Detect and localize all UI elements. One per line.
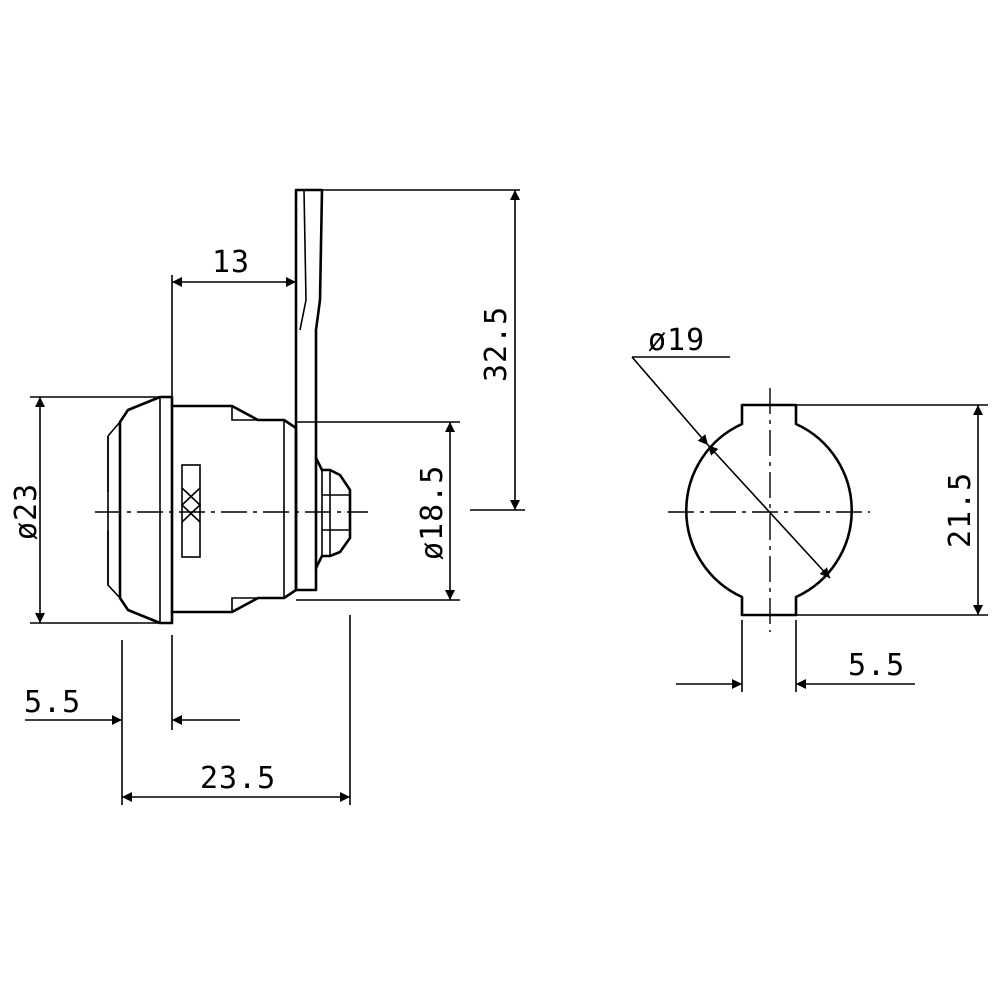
dimension-flange-diameter: ø23 xyxy=(9,397,45,623)
dimension-flange-thickness: 5.5 xyxy=(24,685,240,725)
dimension-overall-length: 23.5 xyxy=(122,761,350,802)
dimension-cutout-diameter: ø19 xyxy=(631,323,831,579)
dim-text-32-5: 32.5 xyxy=(479,306,514,382)
dim-text-o19: ø19 xyxy=(648,323,705,358)
dim-text-o18-5: ø18.5 xyxy=(415,465,450,560)
panel-cutout-profile xyxy=(685,403,853,617)
side-view-extension-lines xyxy=(30,275,525,805)
lock-nut xyxy=(314,456,352,570)
key-slot xyxy=(180,464,202,558)
lock-flange xyxy=(107,395,174,625)
lock-body xyxy=(170,404,298,614)
side-view: 13 32.5 ø23 ø18.5 5.5 23.5 xyxy=(9,188,525,805)
dimension-key-width: 5.5 xyxy=(676,648,915,689)
dim-text-13: 13 xyxy=(212,245,250,280)
front-view: ø19 21.5 5.5 xyxy=(631,323,988,692)
dim-text-23-5: 23.5 xyxy=(200,761,276,796)
dimension-lever-height: 32.5 xyxy=(479,190,520,510)
dimension-cutout-height: 21.5 xyxy=(943,405,983,615)
dim-text-21-5: 21.5 xyxy=(943,472,978,548)
cam-lever xyxy=(294,188,520,592)
dim-text-o23: ø23 xyxy=(9,483,44,540)
dimension-body-diameter: ø18.5 xyxy=(415,422,455,600)
dim-text-5-5-key: 5.5 xyxy=(848,648,905,683)
dim-text-5-5-flange: 5.5 xyxy=(24,685,81,720)
dimension-lever-offset: 13 xyxy=(172,245,296,287)
